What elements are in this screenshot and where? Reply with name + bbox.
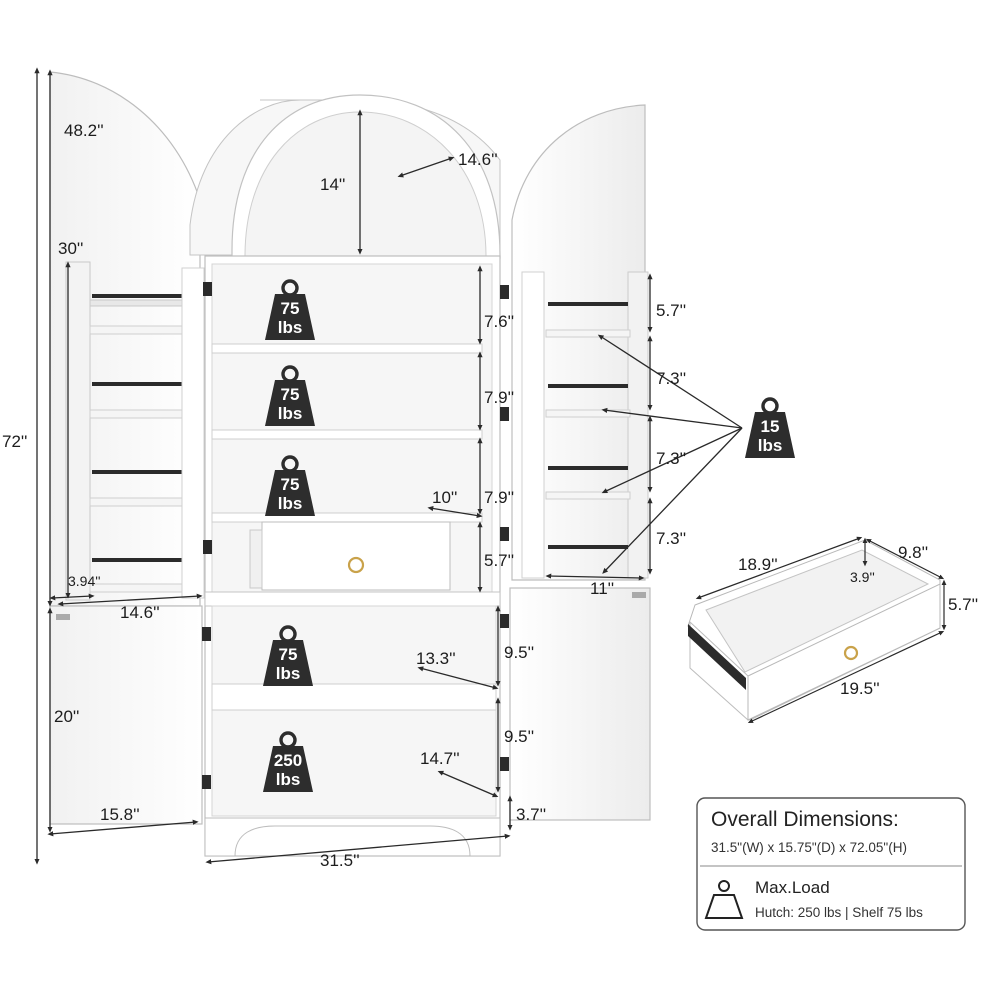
lower-door-width-label: 15.8'' (100, 805, 140, 824)
dimension-lines (34, 67, 743, 865)
right-door-width-label: 11'' (590, 579, 614, 598)
weight-badge-hutch: 250 lbs (261, 731, 315, 794)
shelf-gap-2-label: 7.9'' (484, 388, 514, 407)
max-load-label: Max.Load (755, 878, 830, 897)
drawer-inner-depth-label: 3.9'' (850, 569, 875, 585)
door-width-label: 14.6'' (120, 603, 160, 622)
svg-text:15: 15 (761, 417, 780, 436)
weight-badge-door-shelf: 15 lbs (743, 397, 797, 460)
svg-text:lbs: lbs (276, 770, 301, 789)
arch-inner-height-label: 14'' (320, 175, 345, 194)
door-lower-height-label: 20'' (54, 707, 79, 726)
dimension-labels: 48.2'' 30'' 72'' 3.94'' 14.6'' 20'' 15.8… (2, 121, 686, 870)
right-door-rods (548, 302, 628, 549)
shelf-gap-3-label: 7.9'' (484, 488, 514, 507)
svg-text:75: 75 (279, 645, 298, 664)
right-door (509, 104, 651, 821)
right-door-gap-1-label: 7.3'' (656, 369, 686, 388)
inner-depth-upper-label: 10'' (432, 488, 457, 507)
hinges (202, 282, 509, 789)
overall-width-label: 31.5'' (320, 851, 360, 870)
total-height-label: 72'' (2, 432, 27, 451)
weight-badge-shelf-1: 75 lbs (263, 279, 317, 342)
lower-gap-2-label: 9.5'' (504, 727, 534, 746)
svg-text:250: 250 (274, 751, 302, 770)
lower-depth-1-label: 13.3'' (416, 649, 456, 668)
lower-gap-1-label: 9.5'' (504, 643, 534, 662)
svg-text:lbs: lbs (758, 436, 783, 455)
weight-icon (704, 880, 744, 919)
drawer-detail: 18.9'' 3.9'' 9.8'' 5.7'' 19.5'' (687, 536, 978, 724)
lower-depth-2-label: 14.7'' (420, 749, 460, 768)
overall-dimensions-text: 31.5"(W) x 15.75"(D) x 72.05"(H) (711, 840, 907, 855)
shelf-gap-1-label: 7.6'' (484, 312, 514, 331)
drawer-height-detail-label: 5.7'' (948, 595, 978, 614)
svg-text:75: 75 (281, 385, 300, 404)
weight-badge-shelf-2: 75 lbs (263, 365, 317, 428)
svg-text:lbs: lbs (278, 318, 303, 337)
weight-badge-shelf-4: 75 lbs (261, 625, 315, 688)
svg-text:75: 75 (281, 299, 300, 318)
max-load-detail: Hutch: 250 lbs | Shelf 75 lbs (755, 905, 923, 920)
info-panel-title: Overall Dimensions: (711, 808, 899, 831)
door-arch-height-label: 48.2'' (64, 121, 104, 140)
svg-text:lbs: lbs (276, 664, 301, 683)
drawer-ring-pull (347, 556, 365, 574)
svg-text:lbs: lbs (278, 494, 303, 513)
svg-text:75: 75 (281, 475, 300, 494)
right-door-gap-top-label: 5.7'' (656, 301, 686, 320)
right-door-gap-3-label: 7.3'' (656, 529, 686, 548)
drawer-front-width-label: 19.5'' (840, 679, 880, 698)
left-door-rods (92, 294, 200, 562)
base-height-label: 3.7'' (516, 805, 546, 824)
door-shelf-depth-label: 3.94'' (68, 573, 101, 589)
door-upper-height-label: 30'' (58, 239, 83, 258)
svg-text:lbs: lbs (278, 404, 303, 423)
arch-inner-width-label: 14.6'' (458, 150, 498, 169)
cabinet-body (189, 94, 509, 857)
weight-badge-shelf-3: 75 lbs (263, 455, 317, 518)
info-panel: Overall Dimensions: 31.5"(W) x 15.75"(D)… (696, 797, 966, 931)
drawer-height-label: 5.7'' (484, 551, 514, 570)
drawer-width-label: 18.9'' (738, 555, 778, 574)
drawer-depth-label: 9.8'' (898, 543, 928, 562)
right-door-gap-2-label: 7.3'' (656, 449, 686, 468)
